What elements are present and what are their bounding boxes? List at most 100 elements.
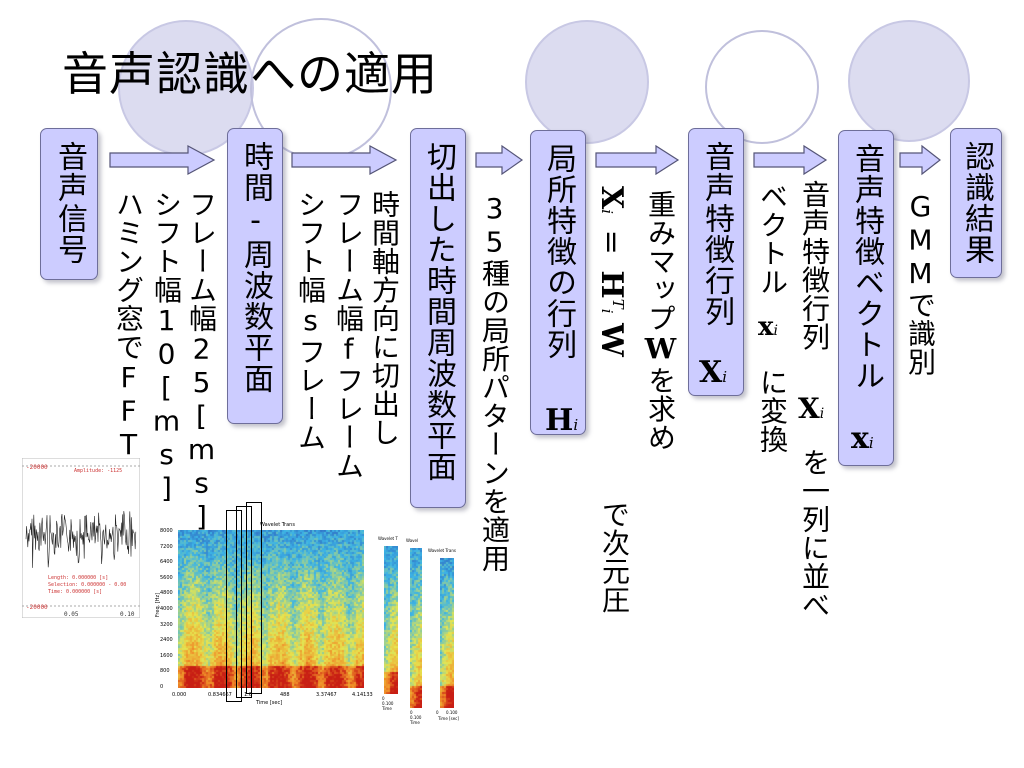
annotation-shift-width: シフト幅10[ms] <box>150 190 183 505</box>
box-time-frequency-plane: 時間-周波数平面 <box>227 128 283 424</box>
spectrogram-cut-3-xtick-1: 0.100 <box>446 710 458 715</box>
equation-H: H <box>594 270 629 299</box>
decor-circle <box>525 20 649 144</box>
spectrogram-main-ytick: 2400 <box>160 637 173 644</box>
cut-window-rect <box>236 506 252 698</box>
spectrogram-cut-2-image <box>410 548 422 708</box>
annotation-hamming-fft: ハミング窓でFFT <box>112 190 145 462</box>
decor-circle <box>118 20 254 156</box>
equation-eq: = <box>594 229 629 255</box>
spectrogram-cut-2-title: Wavel <box>406 538 419 543</box>
spectrogram-cut-1: Wavelet T 0 0.100 Time <box>376 536 400 736</box>
waveform-trace <box>25 511 137 568</box>
spectrogram-main-ytick: 3200 <box>160 621 173 628</box>
annotation-arrange: を一列に並べ <box>798 448 831 619</box>
waveform-x-right: 0.10 <box>120 611 135 618</box>
waveform-line <box>25 511 137 568</box>
box-local-feature-matrix-text: 局所特徴の行列 <box>541 143 576 360</box>
arrow-right-icon <box>109 144 216 176</box>
annotation-feature-matrix-ref: 音声特徴行列 <box>798 180 831 351</box>
spectrogram-main-ytick: 8000 <box>160 528 173 534</box>
cut-window-rect <box>226 510 242 702</box>
box-feature-vector-label: 音声特徴ベクトル <box>849 143 884 391</box>
spectrogram-cut-2-xtick-0: 0 <box>410 710 413 715</box>
annotation-dim-compress: で次元圧 <box>598 500 631 614</box>
equation-W: W <box>594 323 629 357</box>
box-cut-tf-plane: 切出した時間周波数平面 <box>410 128 466 508</box>
arrow-right-icon <box>753 144 828 176</box>
spectrogram-cut-1-xtick-0: 0 <box>382 696 385 701</box>
spectrogram-main-xtick: 0.000 <box>172 692 187 698</box>
annotation-convert: に変換 <box>756 368 789 454</box>
waveform-y-top: -20000 <box>26 464 48 471</box>
spectrogram-main-ytick: 5600 <box>160 574 173 581</box>
spectrogram-cut-3: Wavelet Trans 0 0.100 Time [sec] <box>424 548 466 738</box>
spectrogram-main-ytick: 0 <box>160 684 164 690</box>
decor-circle <box>848 20 970 142</box>
spectrogram-cut-2-xlabel: Time <box>410 720 420 725</box>
equation-rotated: Xi = HTi W <box>594 186 640 386</box>
arrow-right-icon <box>595 144 680 176</box>
decor-circle <box>705 30 819 144</box>
spectrogram-cut-3-xtick-0: 0 <box>436 710 439 715</box>
spectrogram-main-xtick: 4.14133 <box>352 692 373 698</box>
box-local-feature-matrix: 局所特徴の行列 Hi <box>530 130 586 438</box>
spectrogram-cut-2: Wavel 0 0.100 Time <box>398 538 424 728</box>
equation-xi-hit-w: Xi = HTi W <box>594 186 640 386</box>
spectrogram-cut-1-image <box>384 546 398 694</box>
annotation-vector: ベクトル <box>756 182 789 296</box>
annotation-weight-map: 重みマップWを求め <box>644 190 677 452</box>
box-cut-tf-plane-label: 切出した時間周波数平面 <box>421 141 456 482</box>
box-feature-matrix: 音声特徴行列 Xi <box>688 128 744 396</box>
annotation-cut-frame-width: フレーム幅fフレーム <box>332 190 365 480</box>
spectrogram-main-ytick: 1600 <box>160 652 173 659</box>
box-speech-signal: 音声信号 <box>40 128 98 280</box>
box-recognition-result-label: 認識結果 <box>959 141 994 265</box>
box-feature-vector: 音声特徴ベクトル xi <box>838 130 894 466</box>
symbol-x-i: xi <box>851 421 874 456</box>
spectrogram-cut-3-image <box>440 558 454 708</box>
spectrogram-main-ytick: 4000 <box>160 606 173 612</box>
annotation-local-patterns: 35種の局所パターンを適用 <box>478 192 511 573</box>
spectrogram-main-xtick: 3.37467 <box>316 692 337 698</box>
symbol-X-i-arrange: Xi <box>798 392 825 425</box>
spectrogram-main-xtick: 488 <box>280 692 290 698</box>
waveform-time: Time: 0.000000 [s] <box>48 589 102 595</box>
annotation-gmm: GMMで識別 <box>904 190 937 376</box>
waveform-selection: Selection: 0.000000 - 0.00 <box>48 582 126 588</box>
symbol-x-i-convert: xi <box>758 312 778 342</box>
box-local-feature-matrix-label: 局所特徴の行列 <box>541 143 576 360</box>
spectrogram-cut-3-title: Wavelet Trans <box>428 548 456 553</box>
symbol-H-i: Hi <box>545 403 579 438</box>
equation-sub-i2: i <box>598 308 616 314</box>
annotation-cut-shift-width: シフト幅sフレーム <box>294 190 327 452</box>
equation-sub-i: i <box>598 209 616 215</box>
equation-sup-T: T <box>609 298 627 309</box>
spectrogram-cut-1-xtick-1: 0.100 <box>382 701 394 706</box>
spectrogram-main-ytick: 4800 <box>160 590 173 597</box>
box-recognition-result: 認識結果 <box>950 128 1002 278</box>
annotation-frame-width: フレーム幅25[ms] <box>185 190 218 534</box>
waveform-thumbnail: -20000 Amplitude: -1125 Length: 0.000000… <box>22 458 140 618</box>
waveform-y-bottom: -20000 <box>26 604 48 611</box>
spectrogram-main-ylabel: Freq. [Hz] <box>155 592 162 618</box>
box-speech-signal-label: 音声信号 <box>52 141 87 265</box>
spectrogram-main-xtick: 1.6 <box>244 692 252 698</box>
spectrogram-main-title: Wavelet Trans <box>260 522 295 528</box>
spectrogram-main-ytick: 6400 <box>160 559 173 566</box>
waveform-x-left: 0.05 <box>64 611 79 618</box>
spectrogram-cut-1-xlabel: Time <box>382 706 392 711</box>
spectrogram-main-ytick: 800 <box>160 668 170 675</box>
box-feature-matrix-label: 音声特徴行列 <box>699 141 734 327</box>
cut-window-rect <box>246 502 262 694</box>
spectrogram-main-image <box>178 530 364 688</box>
spectrogram-cut-1-title: Wavelet T <box>378 536 398 541</box>
spectrogram-main-ytick: 7200 <box>160 543 173 550</box>
equation-X: X <box>594 186 629 210</box>
arrow-right-icon <box>899 144 941 176</box>
spectrogram-main-xlabel: Time [sec] <box>256 700 283 706</box>
box-time-frequency-plane-label: 時間-周波数平面 <box>238 141 273 394</box>
arrow-right-icon <box>475 144 524 176</box>
waveform-amplitude: Amplitude: -1125 <box>74 468 122 474</box>
